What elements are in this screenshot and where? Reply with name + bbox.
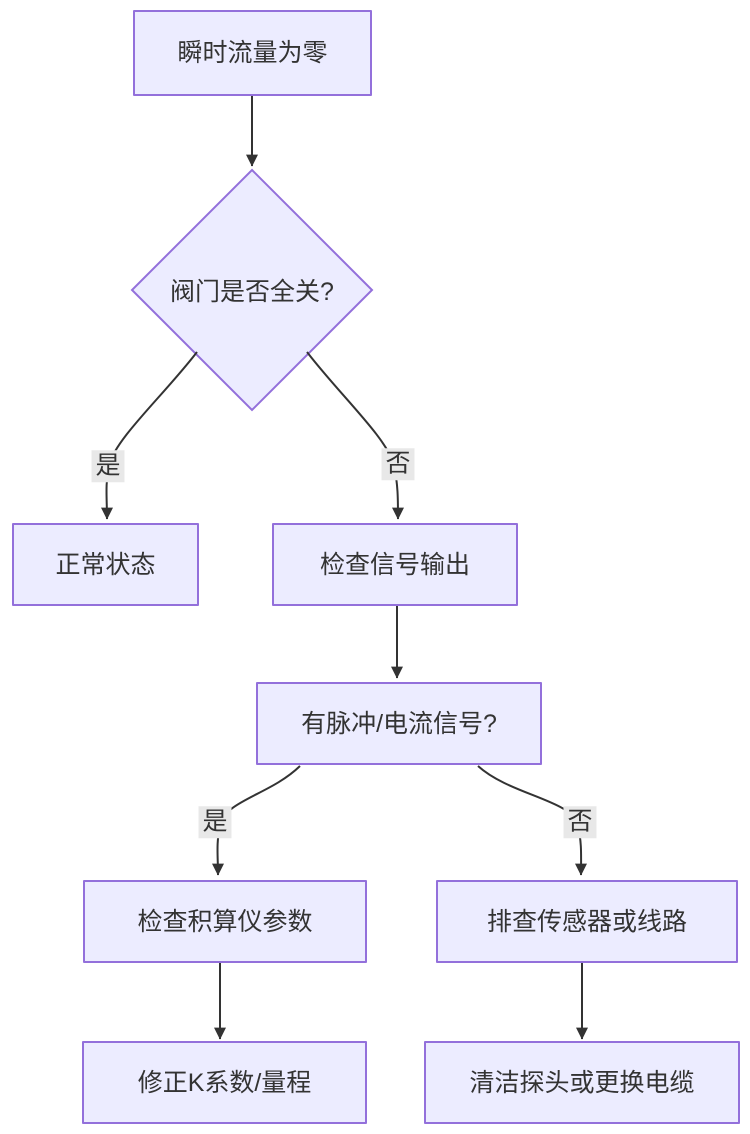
node-check-totalizer: 检查积算仪参数 bbox=[83, 880, 367, 963]
edge-valve-no-to-check-signal bbox=[306, 351, 404, 520]
node-inspect-sensor-label: 排查传感器或线路 bbox=[486, 907, 687, 936]
node-start-label: 瞬时流量为零 bbox=[177, 39, 328, 67]
node-signal-question-label: 有脉冲/电流信号? bbox=[301, 709, 497, 738]
node-valve-question: 阀门是否全关? bbox=[142, 255, 362, 325]
node-clean-probe-label: 清洁探头或更换电缆 bbox=[469, 1068, 695, 1097]
node-clean-probe: 清洁探头或更换电缆 bbox=[424, 1041, 740, 1124]
node-valve-question-label: 阀门是否全关? bbox=[170, 278, 334, 306]
node-signal-question: 有脉冲/电流信号? bbox=[256, 682, 542, 765]
edge-valve-yes-to-normal bbox=[100, 351, 198, 520]
node-normal: 正常状态 bbox=[12, 523, 199, 606]
edge-label-signal-yes: 是 bbox=[198, 806, 232, 838]
node-normal-label: 正常状态 bbox=[55, 550, 156, 579]
node-start: 瞬时流量为零 bbox=[133, 10, 372, 96]
edge-label-valve-yes: 是 bbox=[91, 450, 125, 482]
node-inspect-sensor: 排查传感器或线路 bbox=[436, 880, 738, 963]
node-check-signal-label: 检查信号输出 bbox=[319, 550, 470, 579]
node-fix-k-factor: 修正K系数/量程 bbox=[82, 1041, 367, 1124]
edge-label-signal-no: 否 bbox=[563, 806, 597, 838]
node-check-totalizer-label: 检查积算仪参数 bbox=[137, 907, 313, 936]
node-fix-k-factor-label: 修正K系数/量程 bbox=[137, 1068, 312, 1097]
edge-label-valve-no: 否 bbox=[381, 448, 415, 480]
node-check-signal: 检查信号输出 bbox=[272, 523, 518, 606]
node-valve-question-shape bbox=[130, 168, 374, 412]
